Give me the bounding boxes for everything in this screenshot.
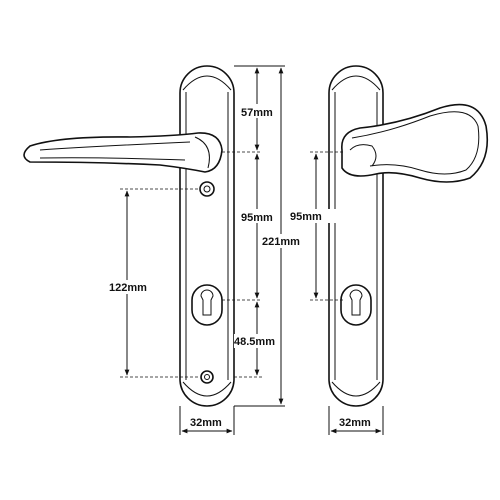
dim-label-57mm: 57mm (241, 107, 273, 119)
left-screw-hole-bottom (200, 370, 214, 384)
left-lever (23, 132, 223, 173)
right-lever (341, 103, 489, 183)
right-backplate (328, 65, 384, 407)
dim-label-95mm-left: 95mm (241, 212, 273, 224)
right-cylinder-lock (340, 284, 372, 326)
right-handle-view: 95mm 32mm (290, 65, 489, 435)
left-handle-view: 57mm 95mm 221mm 122mm 48.5mm 32mm (23, 65, 308, 435)
dim-label-95mm-right: 95mm (290, 211, 322, 223)
dim-label-221mm: 221mm (262, 236, 300, 248)
dim-label-32mm-left: 32mm (190, 417, 222, 429)
left-backplate (179, 65, 235, 407)
dim-label-32mm-right: 32mm (339, 417, 371, 429)
dim-label-48-5mm: 48.5mm (234, 336, 275, 348)
left-screw-hole-top (199, 181, 215, 197)
dim-label-122mm: 122mm (109, 282, 147, 294)
left-cylinder-lock (191, 284, 223, 326)
